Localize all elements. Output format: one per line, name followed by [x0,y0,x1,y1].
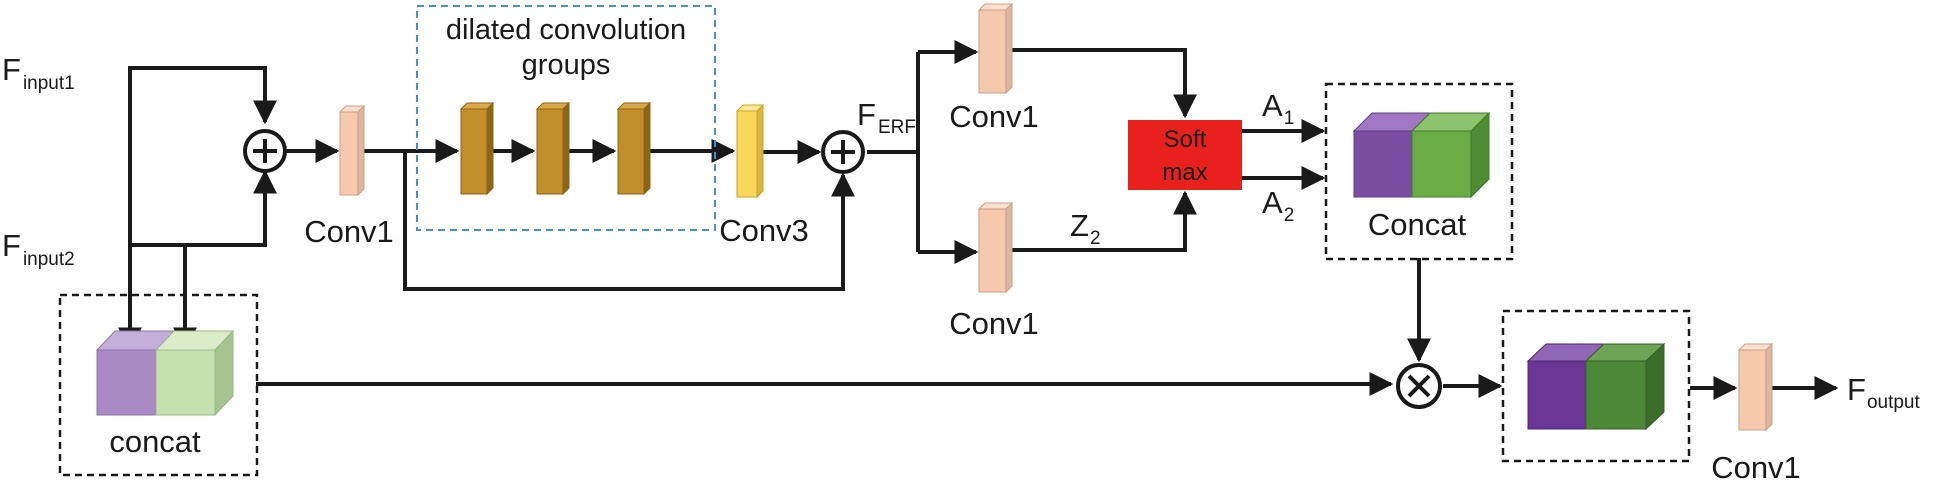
arrow-input1-to-add1 [128,66,277,125]
conv1-top-label: Conv1 [949,99,1039,134]
dilated-group-title-line1: dilated convolution [446,14,686,46]
arrow-conv1-bottom-to-softmax [1007,190,1197,252]
output-label: Foutput [1847,372,1920,413]
conv1-final-label: Conv1 [1711,450,1801,485]
conv1-bottom-block [977,201,1014,294]
softmax-label-line1: Soft [1164,126,1207,153]
a1-label: A1 [1262,88,1294,129]
add-operator-1 [243,129,287,173]
conv3-label: Conv3 [719,213,809,248]
concat-right-label: Concat [1368,207,1467,242]
a2-label: A2 [1262,185,1294,226]
conv3-block [735,103,765,199]
conv1-first-label: Conv1 [304,214,394,249]
dilated-conv-block-1 [459,101,495,196]
connections [118,40,1839,400]
conv1-top-block [977,2,1014,95]
conv1-bottom-label: Conv1 [949,306,1039,341]
concat-left-box [58,293,259,477]
arrow-skip-to-add2 [403,151,855,291]
dilated-group-box [416,5,716,231]
add-operator-2 [821,130,865,174]
dilated-conv-block-3 [616,101,652,196]
concat-left-cube [95,329,235,417]
softmax-block [1128,120,1242,190]
concat-left-label: concat [109,424,201,459]
conv1-first-block [338,104,366,197]
arrow-conv1-top-to-softmax [1007,48,1197,119]
dilated-group-title-line2: groups [522,49,611,81]
conv1-final-block [1737,342,1774,432]
multiply-operator [1396,363,1442,409]
concat-right-cube [1352,111,1491,199]
softmax-label-line2: max [1162,159,1207,186]
arrow-input2-to-add1 [128,169,277,247]
concat-final-cube [1526,342,1666,431]
z2-label: Z2 [1070,208,1101,249]
dilated-conv-block-2 [535,101,571,196]
